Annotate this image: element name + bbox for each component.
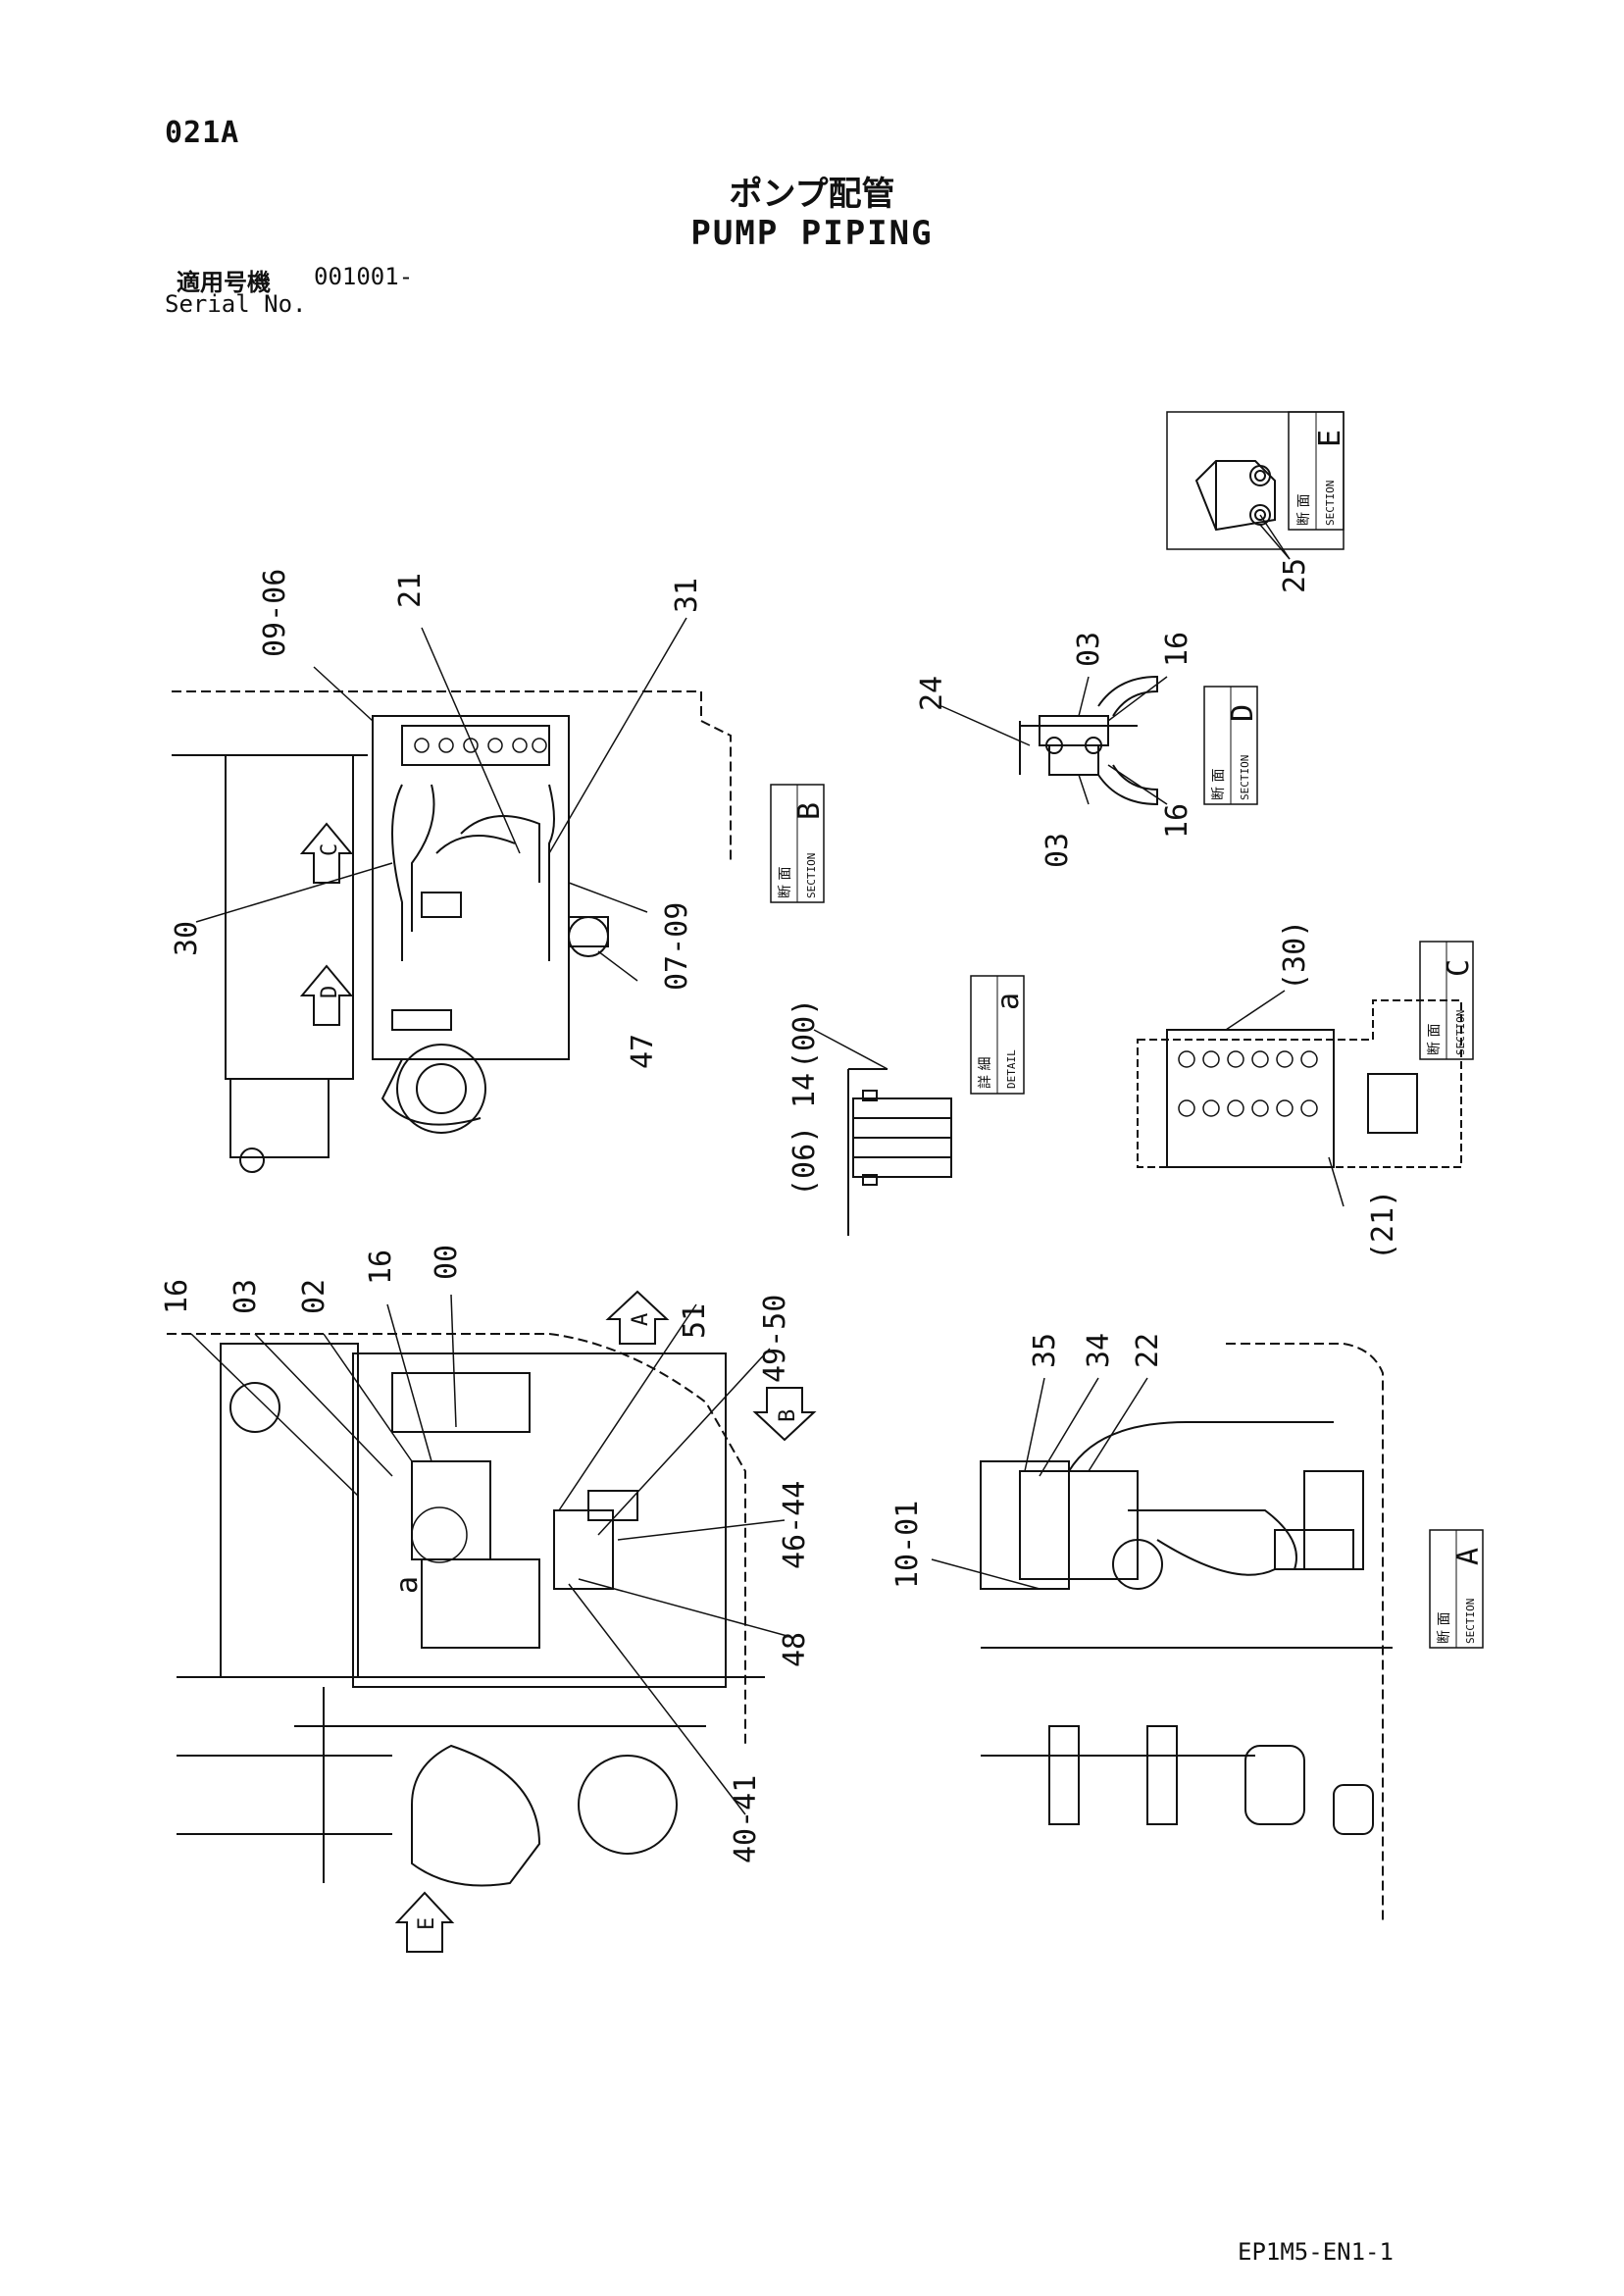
page-code: 021A — [165, 116, 240, 150]
view-arrow-d-letter: D — [318, 986, 342, 998]
view-arrow-a-letter: A — [629, 1313, 653, 1326]
part-label-31: 31 — [670, 578, 704, 613]
section-a-tag: A 断 面 SECTION — [1429, 1529, 1486, 1649]
part-label-16-left: 16 — [160, 1279, 194, 1314]
part-label-00-detail: (00) — [787, 998, 822, 1069]
page-title: PUMP PIPING — [690, 214, 934, 253]
section-a-en: SECTION — [1464, 1599, 1477, 1644]
section-d-view — [1019, 675, 1158, 806]
detail-a-view — [847, 1068, 952, 1236]
part-label-46-44: 46-44 — [778, 1481, 812, 1569]
part-label-16-top: 16 — [1160, 632, 1194, 667]
part-label-03-top: 03 — [1072, 632, 1106, 667]
section-b-tag: B 断 面 SECTION — [770, 784, 827, 903]
section-a-view — [980, 1343, 1393, 1922]
part-label-02: 02 — [297, 1279, 331, 1314]
detail-a-letter: a — [991, 993, 1026, 1010]
section-e-en: SECTION — [1324, 481, 1337, 526]
plan-view — [167, 1333, 765, 1887]
part-label-10-01: 10-01 — [890, 1501, 925, 1589]
section-e-jp: 断 面 — [1296, 494, 1312, 526]
part-label-34: 34 — [1082, 1333, 1116, 1368]
detail-a-en: DETAIL — [1005, 1049, 1018, 1089]
section-a-letter: A — [1451, 1548, 1486, 1565]
view-arrow-e: E — [394, 1891, 455, 1953]
part-label-06-detail: (06) — [787, 1126, 822, 1197]
section-b-view — [172, 690, 732, 1173]
section-c-letter: C — [1442, 959, 1476, 977]
part-label-40-41: 40-41 — [729, 1775, 763, 1863]
document-code: EP1M5-EN1-1 — [1238, 2238, 1394, 2266]
part-label-14: 14 — [787, 1073, 822, 1108]
part-label-00: 00 — [430, 1245, 464, 1280]
part-label-16-mid: 16 — [364, 1250, 398, 1285]
part-label-49-50: 49-50 — [758, 1295, 792, 1383]
section-d-letter: D — [1226, 704, 1260, 722]
section-b-jp: 断 面 — [778, 867, 793, 898]
part-label-21-section-c: (21) — [1366, 1190, 1400, 1260]
part-label-47: 47 — [626, 1034, 660, 1069]
part-label-30-section-c: (30) — [1278, 920, 1312, 991]
view-arrow-a: A — [605, 1290, 670, 1345]
part-label-24: 24 — [915, 676, 949, 711]
view-arrow-c: C — [299, 822, 354, 884]
part-label-16-bottom: 16 — [1160, 803, 1194, 839]
page-title-japanese: ポンプ配管 — [729, 175, 895, 214]
part-label-07-09: 07-09 — [660, 902, 694, 991]
section-d-tag: D 断 面 SECTION — [1203, 686, 1260, 805]
part-label-03-bottom: 03 — [1040, 833, 1075, 868]
view-arrow-c-letter: C — [318, 843, 342, 856]
view-arrow-b-letter: B — [776, 1409, 800, 1422]
section-c-view — [1137, 999, 1462, 1168]
view-arrow-b: B — [752, 1387, 817, 1442]
section-d-jp: 断 面 — [1211, 769, 1227, 800]
part-label-25: 25 — [1278, 558, 1312, 593]
part-label-51: 51 — [678, 1303, 712, 1339]
section-e-tag: E 断 面 SECTION — [1288, 411, 1347, 531]
section-a-jp: 断 面 — [1437, 1612, 1452, 1644]
section-b-letter: B — [792, 802, 827, 820]
serial-label: Serial No. — [165, 290, 307, 318]
part-label-35: 35 — [1028, 1333, 1062, 1368]
part-label-21: 21 — [393, 573, 428, 608]
part-label-03-left: 03 — [228, 1279, 263, 1314]
section-b-en: SECTION — [805, 853, 818, 898]
view-arrow-e-letter: E — [415, 1917, 439, 1930]
section-c-tag: C 断 面 SECTION — [1419, 941, 1476, 1060]
detail-a-tag: a 詳 細 DETAIL — [970, 975, 1026, 1095]
serial-number-value: 001001- — [314, 263, 414, 290]
section-e-letter: E — [1313, 430, 1347, 447]
serial-label-japanese: 適用号機 — [177, 269, 271, 296]
section-c-en: SECTION — [1454, 1010, 1467, 1055]
part-label-30: 30 — [170, 921, 204, 956]
detail-a-jp: 詳 細 — [978, 1057, 993, 1089]
view-arrow-d: D — [299, 964, 354, 1026]
part-label-48: 48 — [778, 1632, 812, 1667]
section-d-en: SECTION — [1239, 755, 1251, 800]
section-c-jp: 断 面 — [1427, 1024, 1443, 1055]
part-label-22: 22 — [1131, 1333, 1165, 1368]
part-label-09-06: 09-06 — [258, 569, 292, 657]
part-label-a: a — [390, 1576, 425, 1594]
